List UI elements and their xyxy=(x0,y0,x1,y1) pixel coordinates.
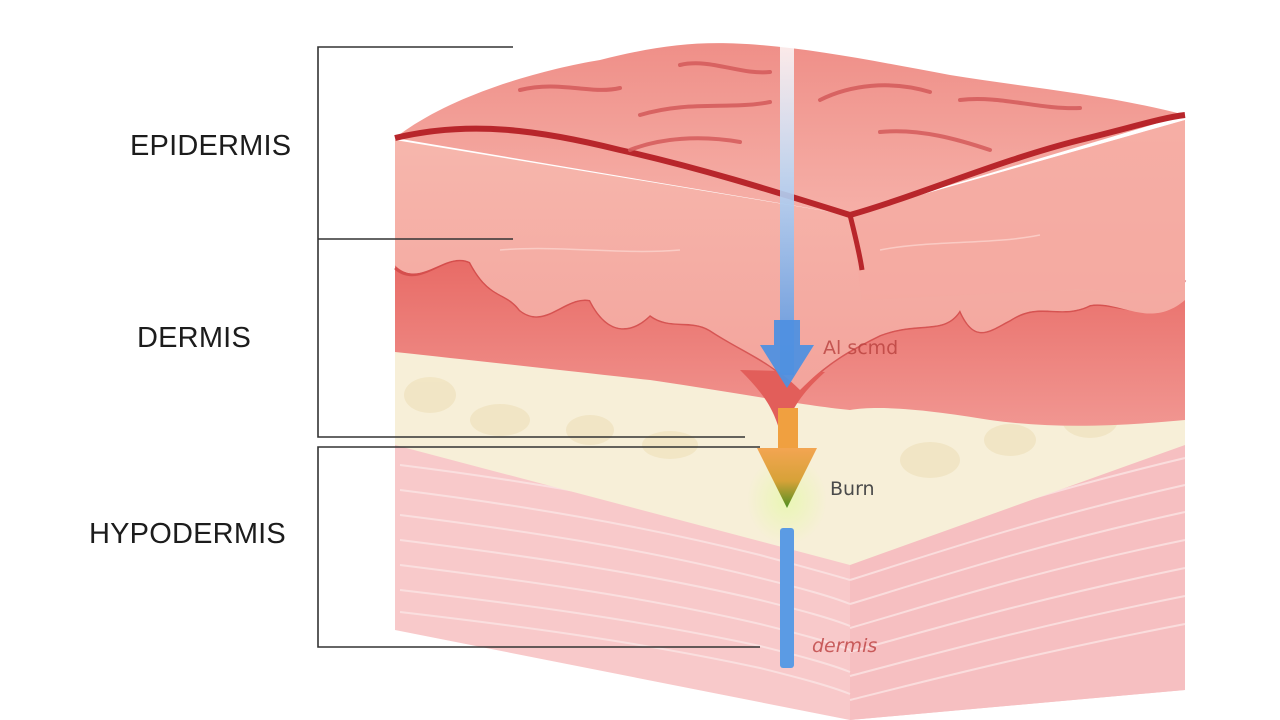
epidermis-label: EPIDERMIS xyxy=(130,130,292,162)
upper-annotation: Al scmd xyxy=(823,337,899,359)
probe-lower-segment xyxy=(780,528,794,668)
dermis-label: DERMIS xyxy=(137,322,251,354)
burn-marker xyxy=(747,408,827,545)
probe-beam xyxy=(760,45,814,388)
label-brackets xyxy=(317,46,760,648)
burn-annotation: Burn xyxy=(830,478,875,500)
lower-annotation: dermis xyxy=(812,635,878,657)
hypodermis-label: HYPODERMIS xyxy=(89,518,286,550)
